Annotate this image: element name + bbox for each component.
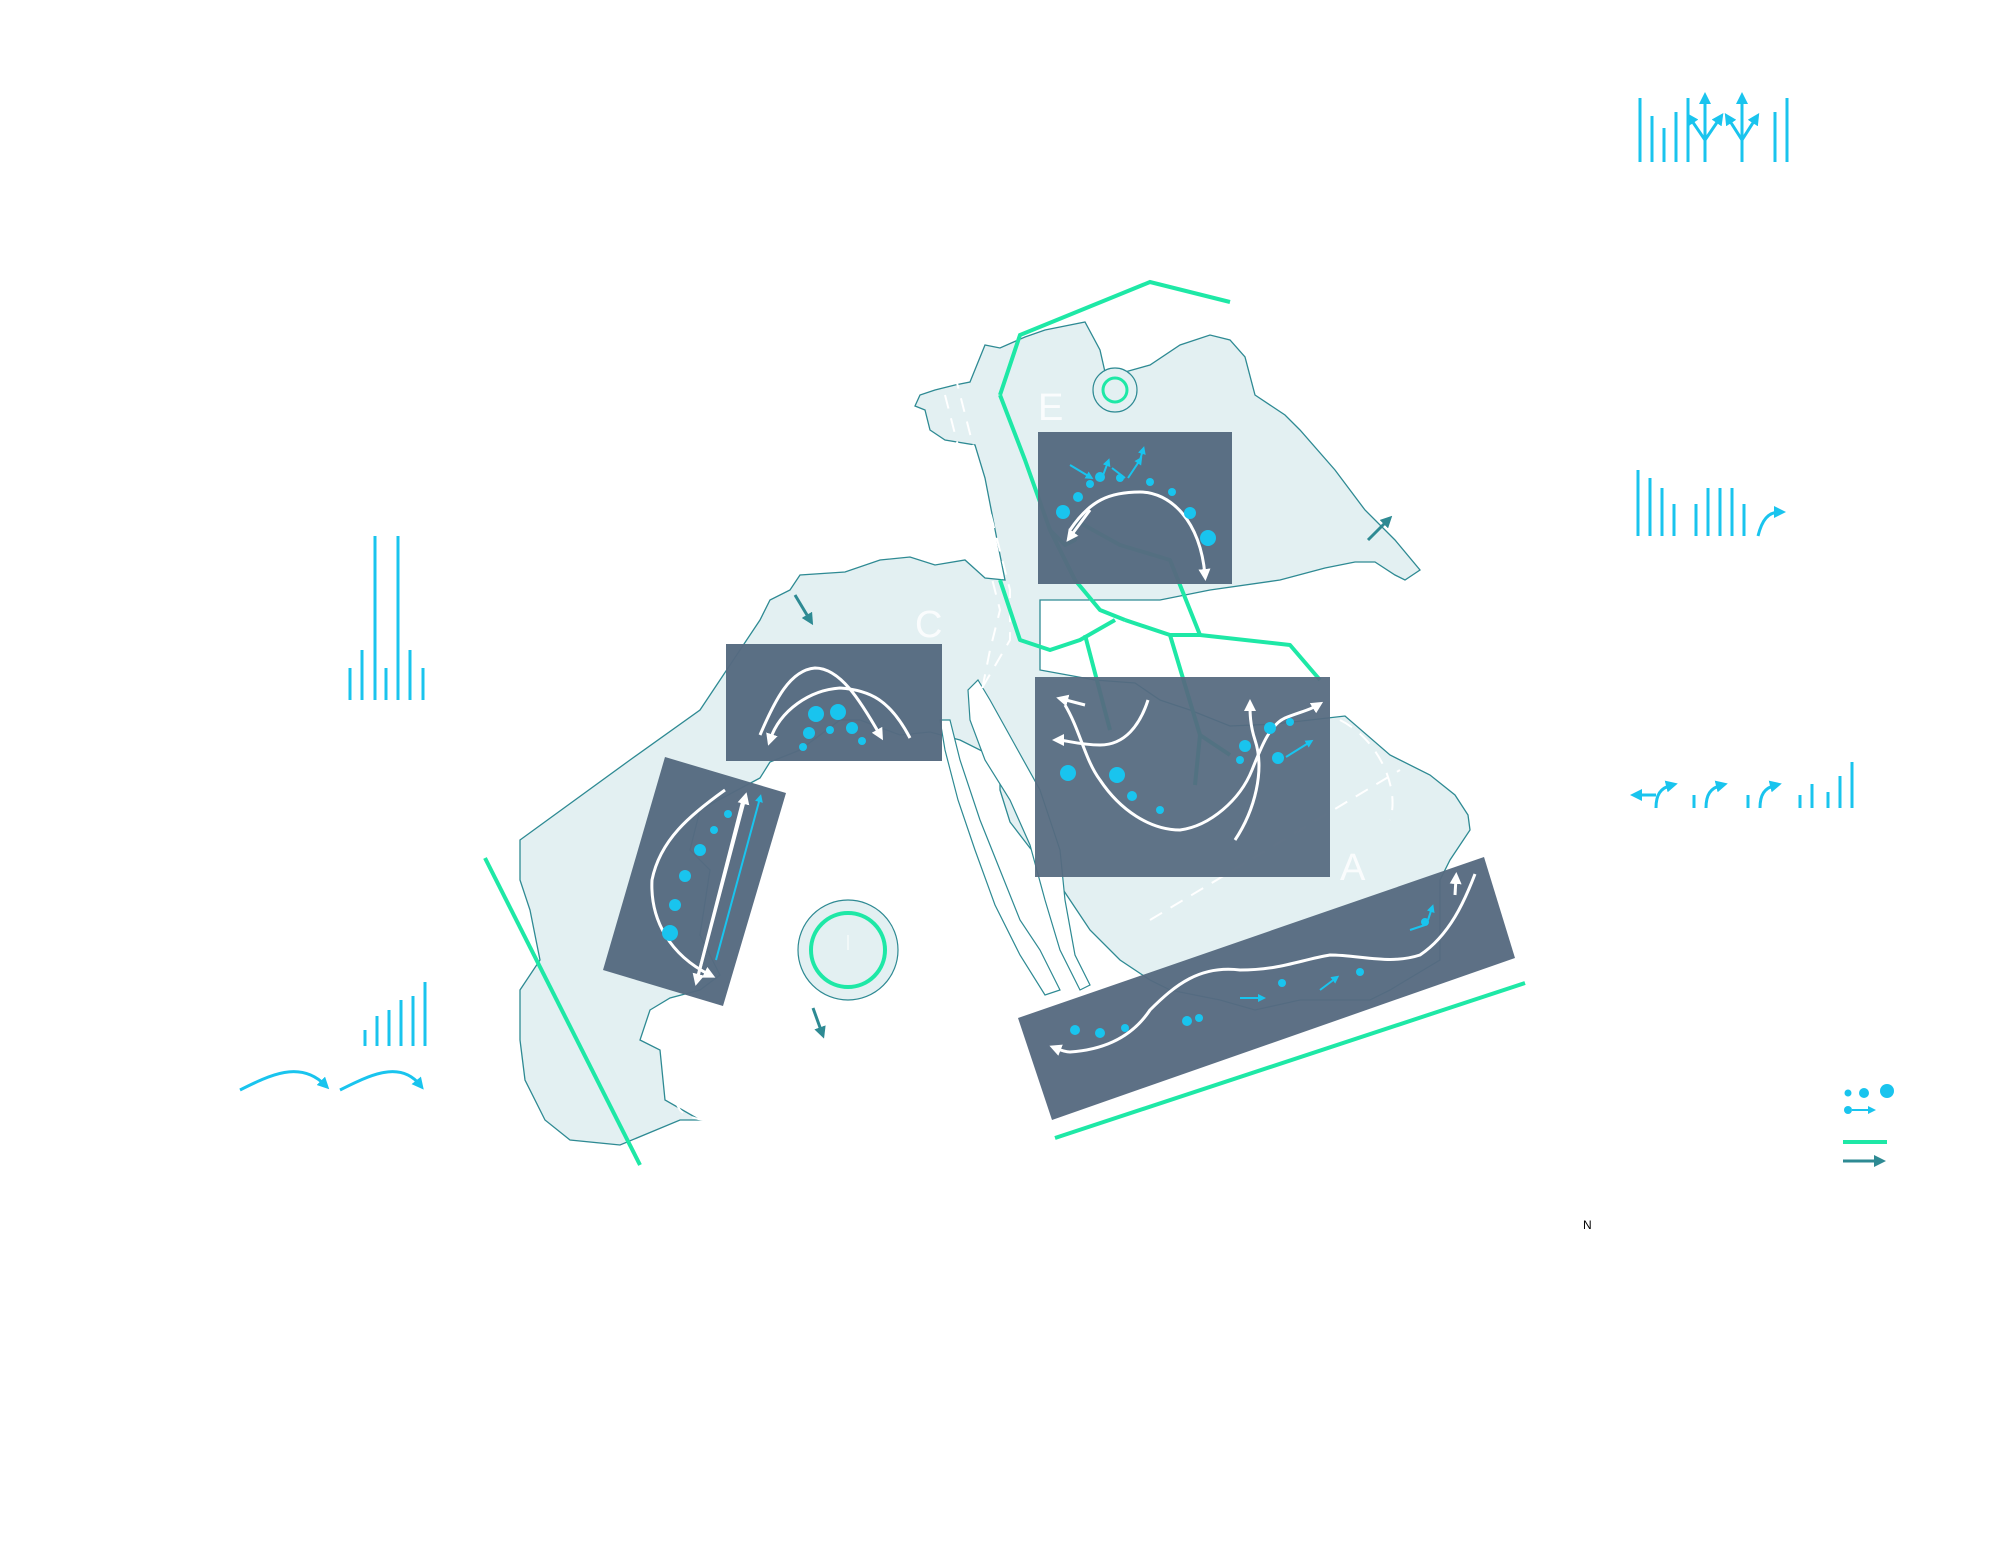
zone-panel-central xyxy=(1035,677,1330,877)
bar-glyph-left-bottom xyxy=(363,982,427,1046)
bar-arrow-glyph-middle xyxy=(1636,470,1786,537)
entry-arrows xyxy=(793,515,1393,1039)
zone-label-a: A xyxy=(1340,847,1366,889)
dot-arrow-icon xyxy=(1844,1106,1876,1114)
curve-arrow-glyph-left xyxy=(239,1070,424,1092)
entry-arrow xyxy=(1366,515,1393,542)
bar-arrow-glyph-top xyxy=(1638,92,1789,162)
entry-arrow xyxy=(793,594,814,626)
bar-arrow-glyph-lower xyxy=(1630,762,1854,809)
bar-glyph-left-top xyxy=(348,536,425,700)
pond-circle-south xyxy=(797,899,899,1001)
zone-panel-d: D xyxy=(603,757,809,1006)
zone-panel-e: E xyxy=(1038,387,1232,584)
zone-panel-c: C xyxy=(726,604,942,761)
entry-arrow xyxy=(811,1007,826,1039)
dot-cluster-icon xyxy=(1844,1084,1894,1098)
land-area xyxy=(519,321,1471,1146)
map-legend xyxy=(1843,1084,1894,1167)
zone-panel-a: A xyxy=(1018,847,1515,1120)
north-label: N xyxy=(1583,1218,1592,1232)
zone-label-c: C xyxy=(915,604,942,646)
pond-circle-north xyxy=(1092,367,1138,413)
zone-label-e: E xyxy=(1038,387,1063,429)
zone-label-d: D xyxy=(782,795,809,837)
green-boundary-lines xyxy=(483,279,1526,1166)
